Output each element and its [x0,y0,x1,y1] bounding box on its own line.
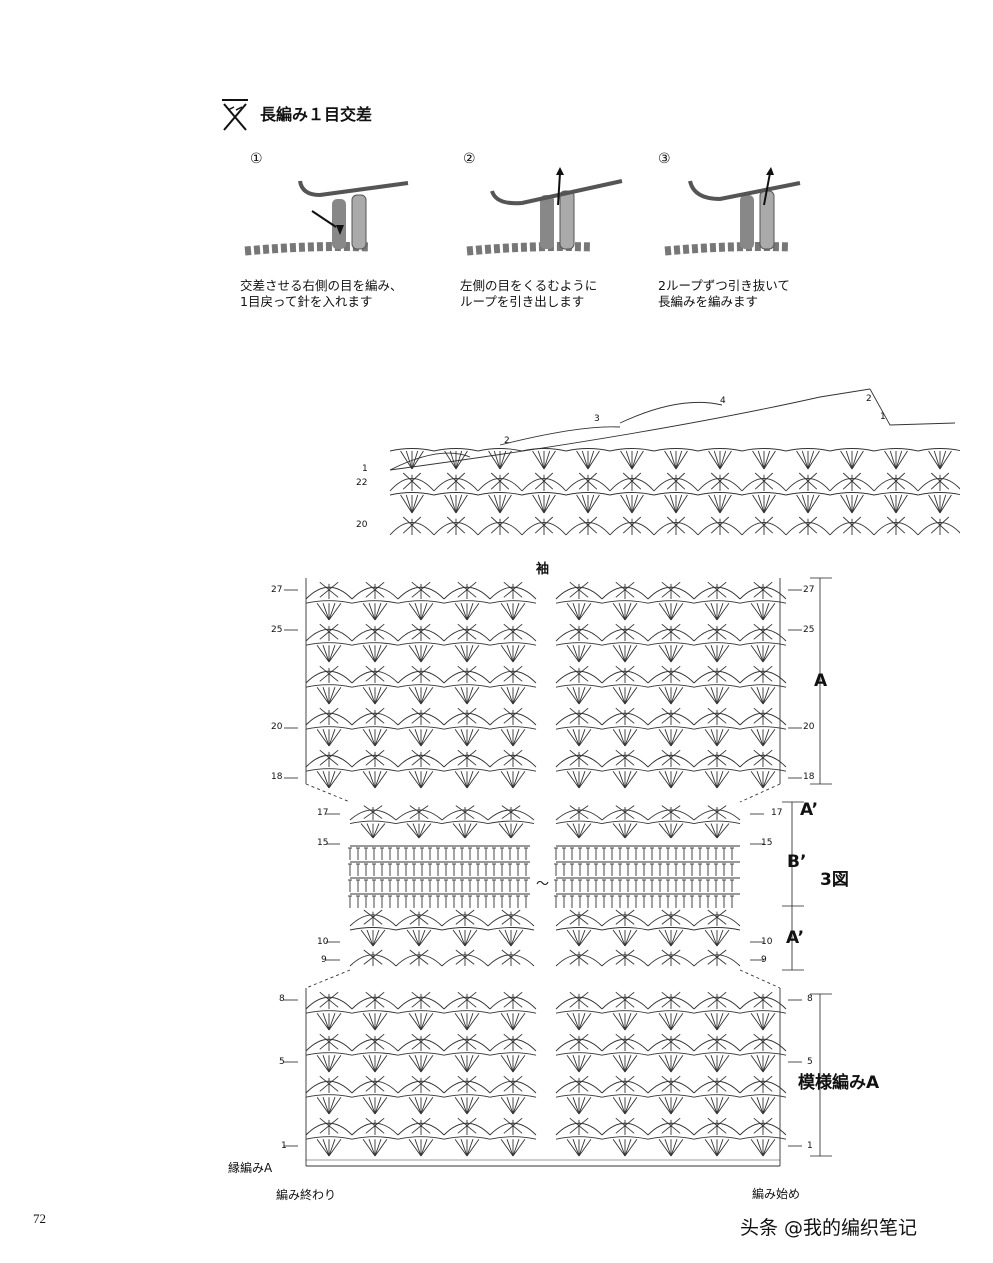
yoke-row-label-22: 22 [356,478,367,488]
end-label: 編み終わり [276,1188,337,1202]
step-2-illustration [462,165,632,269]
page-number: 72 [33,1211,46,1226]
step-3-caption: 2ループずつ引き抜いて 長編みを編みます [658,278,858,310]
figure-label: 3図 [820,870,849,890]
watermark-text: 头条 @我的编织笔记 [740,1217,918,1239]
row-label-right-17: 17 [771,808,783,818]
step-3-caption-line-2: 長編みを編みます [658,294,759,309]
step-3-illustration [660,165,830,269]
row-label-right-18: 18 [803,772,815,782]
step-1-caption-line-1: 交差させる右側の目を編み、 [240,278,403,293]
yoke-crochet-chart: 1 22 20 2 3 4 2 1 [356,388,960,536]
section-label-a-prime-bottom: A’ [786,928,805,948]
row-label-right-15: 15 [761,838,773,848]
row-label-left-5: 5 [279,1057,285,1067]
yoke-top-label-3: 3 [594,414,600,424]
start-label: 編み始め [752,1187,801,1201]
step-2-caption: 左側の目をくるむように ループを引き出します [460,278,660,310]
row-label-right-10: 10 [761,937,773,947]
row-label-left-27: 27 [271,585,283,595]
section-label-a: A [814,671,828,691]
yoke-top-label-1: 1 [880,412,886,422]
row-label-left-17: 17 [317,808,329,818]
sleeve-title: 袖 [536,562,550,577]
wave-symbol: ～ [536,877,550,892]
row-label-right-8: 8 [807,994,813,1004]
row-label-left-20: 20 [271,722,283,732]
cross-stitch-symbol-icon [220,98,250,132]
step-3-number: ③ [658,151,671,167]
row-label-left-1: 1 [281,1141,287,1151]
step-1-caption: 交差させる右側の目を編み、 1目戻って針を入れます [240,278,440,310]
row-label-left-25: 25 [271,625,283,635]
step-1-caption-line-2: 1目戻って針を入れます [240,294,373,309]
row-label-right-5: 5 [807,1057,813,1067]
yoke-top-label-4: 4 [720,396,726,406]
step-3-caption-line-1: 2ループずつ引き抜いて [658,278,790,293]
row-label-right-27: 27 [803,585,815,595]
row-label-right-9: 9 [761,955,767,965]
row-label-right-20: 20 [803,722,815,732]
section-label-b-prime: B’ [787,852,807,872]
row-label-left-10: 10 [317,937,329,947]
step-1-illustration [240,165,410,269]
sleeve-crochet-chart [284,577,832,1167]
page-title: 長編み１目交差 [260,105,373,124]
section-label-a-prime-top: A’ [800,800,819,820]
yoke-top-label-2a: 2 [504,436,510,446]
row-label-left-15: 15 [317,838,329,848]
step-2-number: ② [463,151,476,167]
row-label-right-1: 1 [807,1141,813,1151]
edge-label: 縁編みA [228,1161,273,1175]
pattern-label: 模様編みA [798,1073,880,1093]
row-label-left-8: 8 [279,994,285,1004]
step-1-number: ① [250,151,263,167]
row-label-left-18: 18 [271,772,283,782]
row-label-right-25: 25 [803,625,815,635]
row-label-left-9: 9 [321,955,327,965]
step-2-caption-line-1: 左側の目をくるむように [460,278,598,293]
yoke-row-label-20: 20 [356,520,368,530]
yoke-top-label-2b: 2 [866,394,872,404]
yoke-row-label-1: 1 [362,464,368,474]
step-2-caption-line-2: ループを引き出します [460,294,585,309]
